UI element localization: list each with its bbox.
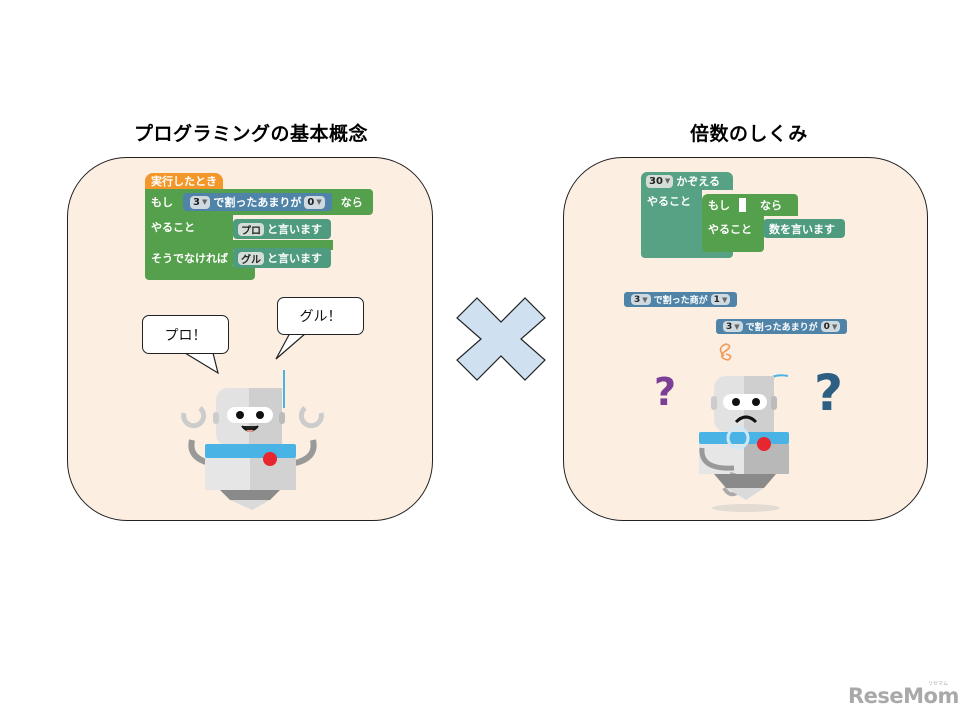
say-pro-value[interactable]: プロ [238, 222, 264, 237]
dividend-dropdown[interactable]: 3▼ [190, 195, 211, 209]
if-do-label: やること [708, 223, 752, 236]
speech-bubble-guru: グル！ [277, 297, 364, 335]
right-section-title: 倍数のしくみ [690, 123, 808, 145]
modulo-text: で割ったあまりが [213, 196, 302, 209]
modulo-operator-block[interactable]: 3▼ で割ったあまりが 0▼ [183, 193, 332, 211]
resemom-logo-sub: リセマム [928, 681, 949, 687]
question-mark-purple-icon: ? [654, 370, 677, 414]
empty-condition-slot[interactable] [736, 198, 746, 212]
quotient-divisor-dropdown[interactable]: 3▼ [631, 294, 651, 305]
if-else-block-footer [145, 266, 255, 280]
remainder-result-dropdown[interactable]: 0▼ [820, 321, 841, 332]
left-section-title: プログラミングの基本概念 [134, 123, 369, 145]
quotient-operator-block[interactable]: 3▼ で割った商が 1▼ [624, 292, 738, 307]
remainder-divisor-dropdown[interactable]: 3▼ [723, 321, 743, 332]
say-guru-value[interactable]: グル [238, 251, 264, 266]
say-number-text: 数を言います [769, 222, 835, 236]
when-run-hat-block[interactable]: 実行したとき [145, 173, 223, 189]
quotient-text: で割った商が [653, 296, 708, 306]
repeat-text: かぞえる [676, 175, 720, 188]
remainder-operator-block[interactable]: 3▼ で割ったあまりが 0▼ [716, 319, 848, 334]
say-pro-block[interactable]: プロ と言います [233, 219, 331, 239]
repeat-block-arm [641, 190, 702, 252]
say-guru-block[interactable]: グル と言います [233, 248, 331, 268]
remainder-dropdown[interactable]: 0▼ [304, 195, 325, 209]
quotient-result-dropdown[interactable]: 1▼ [710, 294, 731, 305]
resemom-logo: ReseMom [848, 684, 959, 708]
repeat-block-header[interactable]: 30▼ かぞえる [641, 172, 733, 190]
say-pro-text: と言います [267, 223, 322, 236]
multiply-cross-icon [456, 297, 546, 381]
say-number-block[interactable]: 数を言います [763, 219, 845, 238]
question-mark-navy-icon: ? [814, 364, 844, 422]
confused-robot-icon [699, 343, 789, 512]
if-label: もし [151, 196, 173, 209]
speech-bubble-pro: プロ！ [142, 315, 229, 354]
if-block-arm [702, 216, 764, 252]
then-label: なら [340, 196, 363, 209]
repeat-count-dropdown[interactable]: 30▼ [646, 174, 674, 188]
repeat-do-label: やること [647, 195, 691, 208]
if-else-block-header[interactable]: もし 3▼ で割ったあまりが 0▼ なら [145, 189, 373, 215]
happy-robot-icon [181, 370, 324, 510]
if-label: もし [708, 199, 730, 212]
if-block-header[interactable]: もし なら [702, 194, 798, 216]
say-guru-text: と言います [267, 252, 322, 265]
then-label: なら [760, 199, 782, 212]
remainder-text: で割ったあまりが [745, 323, 818, 333]
else-divider [145, 240, 333, 250]
hat-label: 実行したとき [151, 175, 217, 188]
do-label: やること [151, 221, 195, 234]
else-label: そうでなければ [151, 252, 228, 265]
